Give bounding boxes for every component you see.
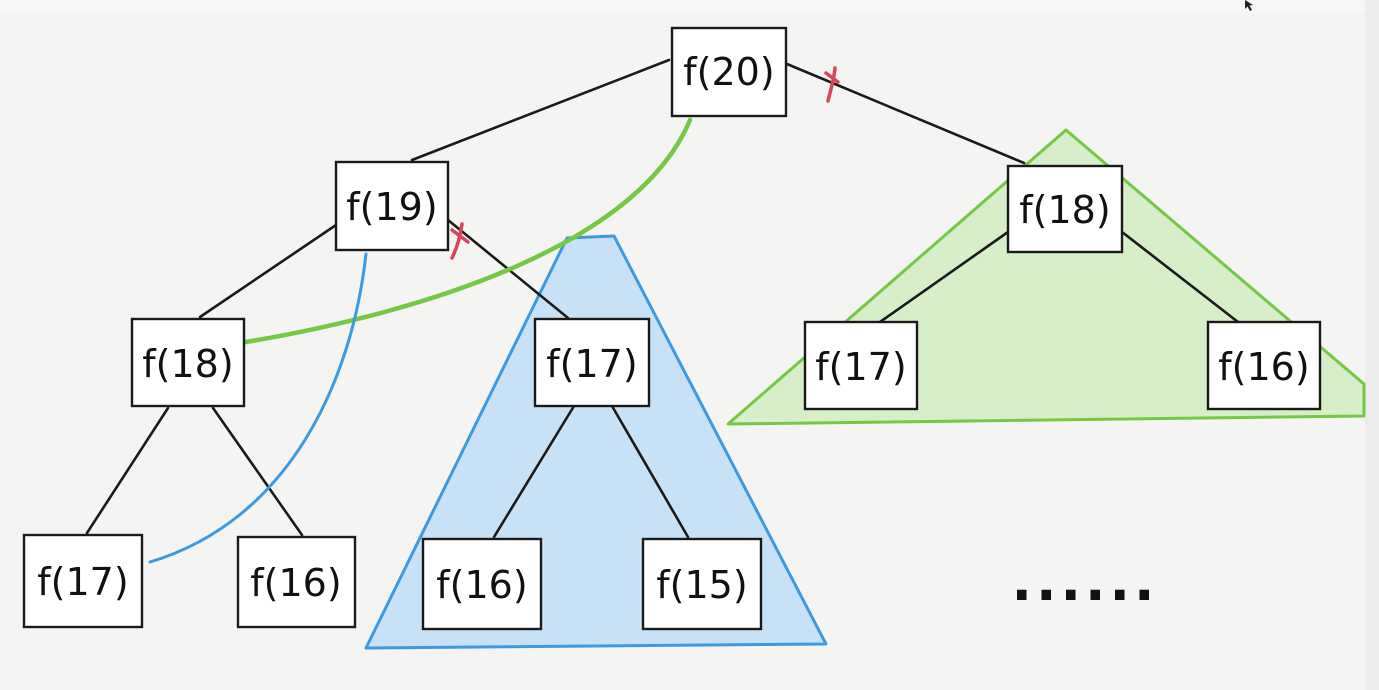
node-label: f(17) (37, 560, 128, 604)
mouse-cursor-icon (1245, 0, 1253, 11)
node-label: f(15) (656, 563, 747, 607)
node-label: f(20) (683, 50, 774, 94)
memo-link-green-curve (237, 117, 693, 346)
memo-link-blue-curve (148, 252, 368, 564)
edge-f18-f16 (211, 406, 304, 537)
node-label: f(16) (250, 561, 341, 605)
node-label: f(16) (436, 563, 527, 607)
node-root-f20: f(20) (670, 26, 788, 118)
edge-f18r-f16r (1120, 230, 1240, 324)
node-f16-right: f(16) (1206, 320, 1322, 411)
node-label: f(16) (1218, 345, 1309, 389)
node-f18-left: f(18) (130, 317, 246, 408)
node-label: f(17) (815, 345, 906, 389)
node-f16-mid: f(16) (421, 537, 543, 631)
node-f18-right: f(18) (1006, 164, 1124, 254)
node-f16-left: f(16) (236, 535, 357, 629)
red-cross-icon (824, 66, 840, 103)
red-cross-icon (450, 222, 470, 260)
node-f17-mid: f(17) (533, 317, 651, 408)
edge-f20-f18 (785, 62, 1026, 165)
edge-f20-f19 (410, 58, 671, 162)
tree-edges (85, 58, 1240, 539)
node-label: f(18) (142, 342, 233, 386)
edge-f19-f18 (198, 223, 338, 319)
edge-f18-f17 (85, 406, 170, 535)
node-f15: f(15) (641, 537, 763, 631)
top-strip (0, 0, 1379, 12)
node-f17-right: f(17) (803, 320, 919, 411)
node-label: f(19) (346, 185, 437, 229)
node-label: f(17) (546, 342, 637, 386)
edge-f17-f16 (492, 404, 576, 539)
node-label: f(18) (1019, 188, 1110, 232)
node-f17-left: f(17) (22, 533, 144, 629)
right-edge-strip (1365, 0, 1379, 690)
edge-f17-f15 (610, 404, 690, 539)
continuation-ellipsis: ...... (1011, 550, 1158, 613)
edge-f18r-f17r (878, 230, 1010, 324)
tree-nodes: f(20) f(19) f(18) f(18) f(17) f(17) (22, 26, 1322, 631)
node-f19: f(19) (334, 160, 450, 252)
